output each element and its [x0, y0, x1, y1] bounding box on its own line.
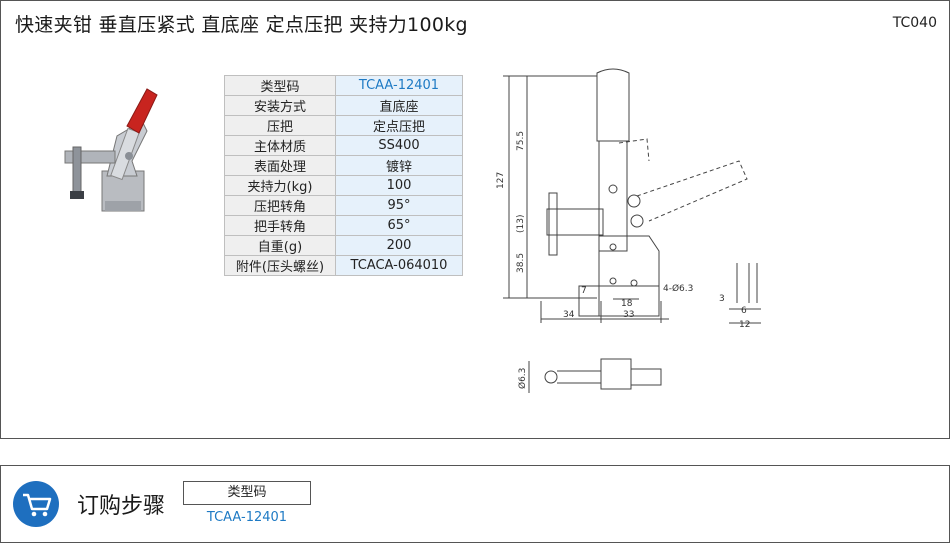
dim-6: 6 — [741, 306, 747, 316]
spec-value: 定点压把 — [335, 115, 463, 136]
order-panel: 订购步骤 类型码 TCAA-12401 — [0, 465, 950, 543]
spec-value: 100 — [335, 175, 463, 196]
spec-value: 镀锌 — [335, 155, 463, 176]
spec-row: 夹持力(kg)100 — [224, 175, 463, 196]
dim-38-5: 38.5 — [516, 253, 526, 273]
order-value[interactable]: TCAA-12401 — [206, 510, 288, 525]
spec-key: 把手转角 — [224, 215, 336, 236]
product-photo — [64, 88, 158, 212]
product-code: TC040 — [892, 15, 937, 31]
spec-row: 安装方式直底座 — [224, 95, 463, 116]
dim-3: 3 — [719, 294, 725, 304]
spec-key: 压把转角 — [224, 195, 336, 216]
dim-hole: 4-Ø6.3 — [663, 283, 693, 294]
dim-75-5: 75.5 — [516, 131, 526, 151]
page-title: 快速夹钳 垂直压紧式 直底座 定点压把 夹持力100kg — [15, 14, 468, 36]
spec-value: SS400 — [335, 135, 463, 156]
spec-row: 附件(压头螺丝)TCACA-064010 — [224, 255, 463, 276]
cart-icon — [13, 481, 59, 527]
spec-value: 200 — [335, 235, 463, 256]
technical-drawing: 127 75.5 (13) 38.5 7 18 34 33 4-Ø6.3 3 6… — [496, 68, 761, 393]
dim-127: 127 — [496, 172, 506, 189]
spec-key: 主体材质 — [224, 135, 336, 156]
spec-key: 附件(压头螺丝) — [224, 255, 336, 276]
spec-key: 压把 — [224, 115, 336, 136]
spec-value: TCACA-064010 — [335, 255, 463, 276]
dim-13: (13) — [516, 215, 526, 233]
order-header: 类型码 — [183, 481, 311, 505]
spec-key: 自重(g) — [224, 235, 336, 256]
dim-34: 34 — [563, 310, 575, 320]
spec-key: 夹持力(kg) — [224, 175, 336, 196]
spec-row: 压把定点压把 — [224, 115, 463, 136]
spec-value: 95° — [335, 195, 463, 216]
dim-dia: Ø6.3 — [517, 368, 528, 389]
order-title: 订购步骤 — [77, 494, 166, 519]
dim-12: 12 — [739, 320, 750, 330]
spec-key: 表面处理 — [224, 155, 336, 176]
spec-value: TCAA-12401 — [335, 75, 463, 96]
spec-value: 直底座 — [335, 95, 463, 116]
spec-row: 表面处理镀锌 — [224, 155, 463, 176]
spec-key: 安装方式 — [224, 95, 336, 116]
dim-18: 18 — [621, 299, 633, 309]
spec-key: 类型码 — [224, 75, 336, 96]
spec-value: 65° — [335, 215, 463, 236]
dim-7: 7 — [581, 286, 587, 296]
spec-row: 自重(g)200 — [224, 235, 463, 256]
dim-33: 33 — [623, 310, 634, 320]
